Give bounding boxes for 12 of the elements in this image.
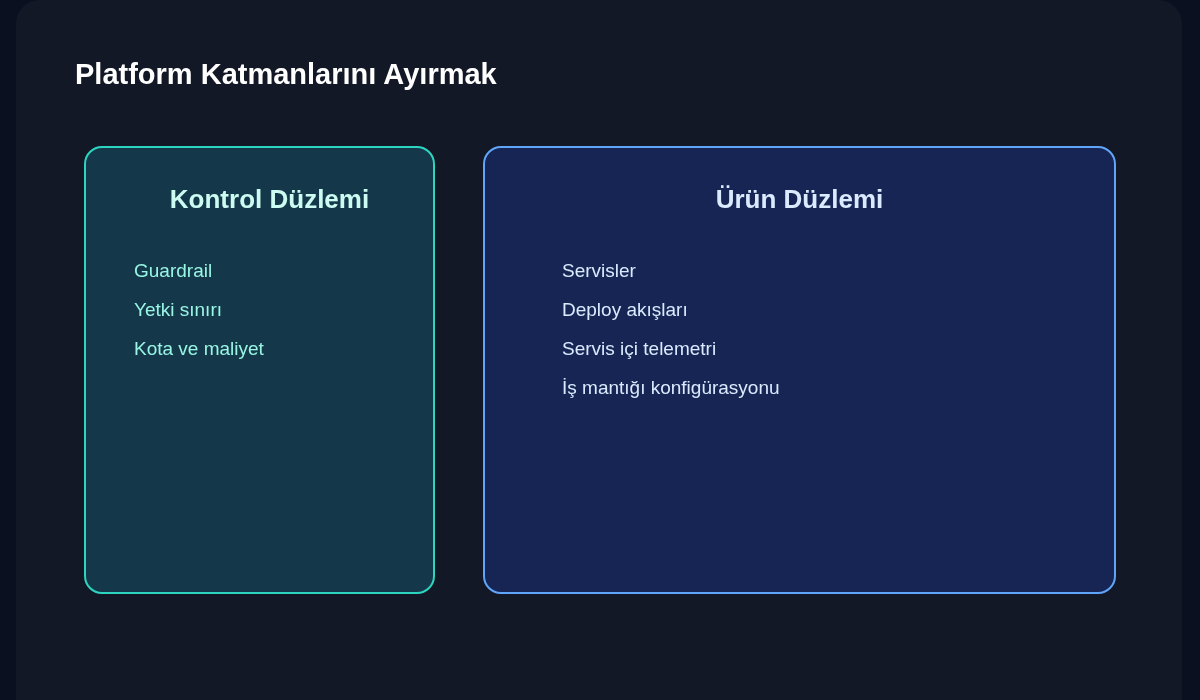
list-item: Servis içi telemetri: [562, 338, 717, 360]
list-item: Guardrail: [134, 260, 213, 282]
list-item: İş mantığı konfigürasyonu: [562, 377, 780, 399]
list-item: Yetki sınırı: [134, 299, 222, 321]
panel-heading: Ürün Düzlemi: [715, 184, 884, 214]
panel-heading: Kontrol Düzlemi: [169, 184, 370, 214]
list-item: Deploy akışları: [562, 299, 688, 321]
plane-panel: [84, 146, 435, 594]
list-item: Kota ve maliyet: [134, 338, 264, 360]
list-item: Servisler: [562, 260, 636, 282]
diagram-title: Platform Katmanlarını Ayırmak: [75, 58, 497, 91]
plane-panel: [483, 146, 1116, 594]
